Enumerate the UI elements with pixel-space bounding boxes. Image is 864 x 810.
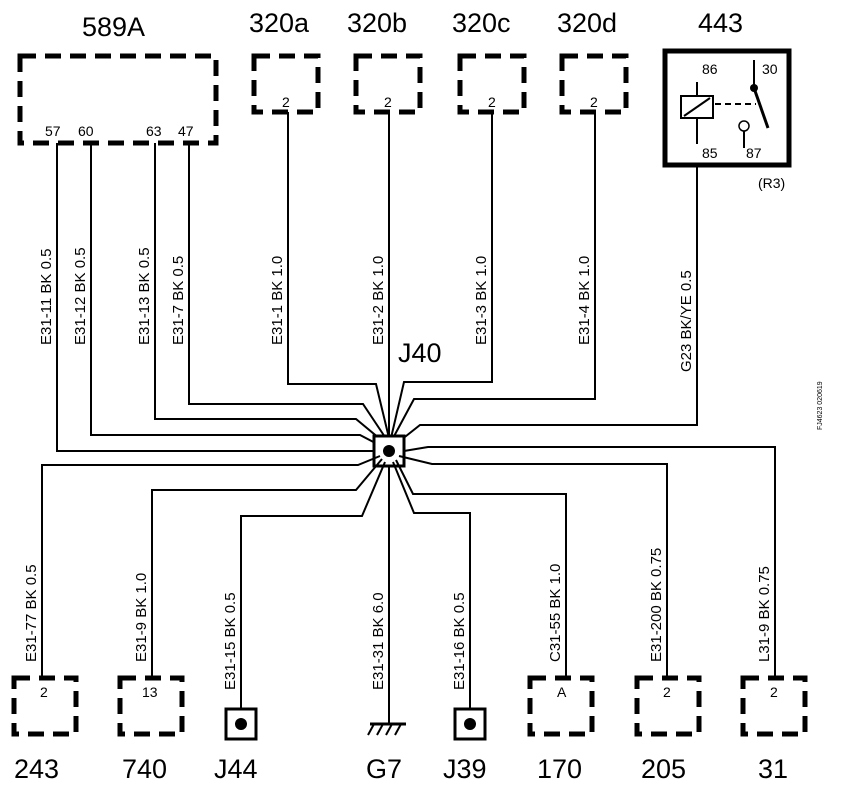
connector-31-pin: 2 <box>770 684 778 700</box>
relay-pin-87: 87 <box>746 145 762 161</box>
splice-j44-label: J44 <box>214 754 258 784</box>
relay-coil-icon <box>680 82 714 144</box>
wire-label-c31-55: C31-55 BK 1.0 <box>547 564 564 662</box>
connector-320d-title: 320d <box>557 8 617 38</box>
wire-label-e31-11: E31-11 BK 0.5 <box>38 249 55 345</box>
connector-243-title: 243 <box>14 754 59 784</box>
wire-l31-9 <box>403 446 776 676</box>
wire-e31-4 <box>391 112 596 441</box>
connector-320a-box <box>251 53 321 115</box>
connector-205-box <box>634 675 702 737</box>
wire-e31-200 <box>398 455 668 676</box>
connector-320a-title: 320a <box>249 8 310 38</box>
connector-740-box <box>117 675 185 737</box>
wire-label-e31-3: E31-3 BK 1.0 <box>473 256 490 345</box>
connector-243-box <box>11 675 79 737</box>
wire-label-e31-13: E31-13 BK 0.5 <box>136 247 153 345</box>
connector-205-pin: 2 <box>663 684 671 700</box>
wire-label-e31-200: E31-200 BK 0.75 <box>648 548 665 662</box>
wire-label-e31-77: E31-77 BK 0.5 <box>23 564 40 662</box>
wire-e31-3 <box>390 112 493 439</box>
connector-320d-pin: 2 <box>590 94 598 110</box>
connector-740-title: 740 <box>122 754 167 784</box>
wire-e31-11 <box>56 143 380 452</box>
relay-443-box <box>662 48 792 168</box>
connector-320b-pin: 2 <box>384 94 392 110</box>
connector-31-box <box>740 675 808 737</box>
wire-label-e31-1: E31-1 BK 1.0 <box>269 256 286 345</box>
ground-g7-icon <box>367 722 406 736</box>
splice-j44-icon <box>224 707 258 741</box>
module-589a-box <box>17 53 219 146</box>
relay-pin-86: 86 <box>702 61 718 77</box>
wire-label-e31-9: E31-9 BK 1.0 <box>133 573 150 662</box>
splice-j39-icon <box>453 707 487 741</box>
wire-e31-7 <box>188 143 388 441</box>
connector-31-title: 31 <box>758 754 788 784</box>
connector-205-title: 205 <box>641 754 686 784</box>
splice-j40-icon <box>372 434 406 468</box>
connector-320c-pin: 2 <box>488 94 496 110</box>
wire-e31-15 <box>240 461 386 709</box>
wire-g23 <box>395 165 698 445</box>
wire-label-e31-4: E31-4 BK 1.0 <box>576 256 593 345</box>
connector-170-box <box>527 675 595 737</box>
splice-j40-label: J40 <box>398 338 442 368</box>
wire-label-e31-16: E31-16 BK 0.5 <box>451 592 468 690</box>
wire-label-e31-12: E31-12 BK 0.5 <box>72 247 89 345</box>
wire-e31-12 <box>90 143 384 448</box>
connector-740-pin: 13 <box>142 684 158 700</box>
wire-e31-77 <box>41 455 381 676</box>
wire-c31-55 <box>395 459 567 676</box>
connector-320a-pin: 2 <box>282 94 290 110</box>
wire-e31-9 <box>151 458 383 676</box>
connector-170-title: 170 <box>537 754 582 784</box>
wire-label-g23: G23 BK/YE 0.5 <box>678 270 695 372</box>
relay-pin-85: 85 <box>702 145 718 161</box>
wire-label-e31-7: E31-7 BK 0.5 <box>170 256 187 345</box>
wire-label-e31-31: E31-31 BK 6.0 <box>370 592 387 690</box>
wire-label-e31-2: E31-2 BK 1.0 <box>370 256 387 345</box>
relay-443-title: 443 <box>698 8 743 38</box>
module-589a-title: 589A <box>82 12 145 42</box>
module-589a-pin-63: 63 <box>146 123 162 139</box>
relay-switch-icon <box>715 60 770 148</box>
wire-e31-1 <box>287 112 390 439</box>
figure-id: FJ4623 020619 <box>817 381 824 430</box>
relay-pin-30: 30 <box>762 61 778 77</box>
wire-e31-16 <box>392 461 471 709</box>
connector-243-pin: 2 <box>40 684 48 700</box>
wire-e31-13 <box>154 143 386 444</box>
wire-label-l31-9: L31-9 BK 0.75 <box>756 566 773 662</box>
connector-320c-title: 320c <box>452 8 511 38</box>
wire-label-e31-15: E31-15 BK 0.5 <box>222 592 239 690</box>
ground-g7-label: G7 <box>366 754 402 784</box>
module-589a-pin-57: 57 <box>45 123 61 139</box>
connector-170-pin: A <box>557 684 567 700</box>
connector-320b-title: 320b <box>347 8 407 38</box>
module-589a-pin-60: 60 <box>78 123 94 139</box>
relay-ref: (R3) <box>758 175 785 191</box>
module-589a-pin-47: 47 <box>178 123 194 139</box>
splice-j39-label: J39 <box>443 754 487 784</box>
